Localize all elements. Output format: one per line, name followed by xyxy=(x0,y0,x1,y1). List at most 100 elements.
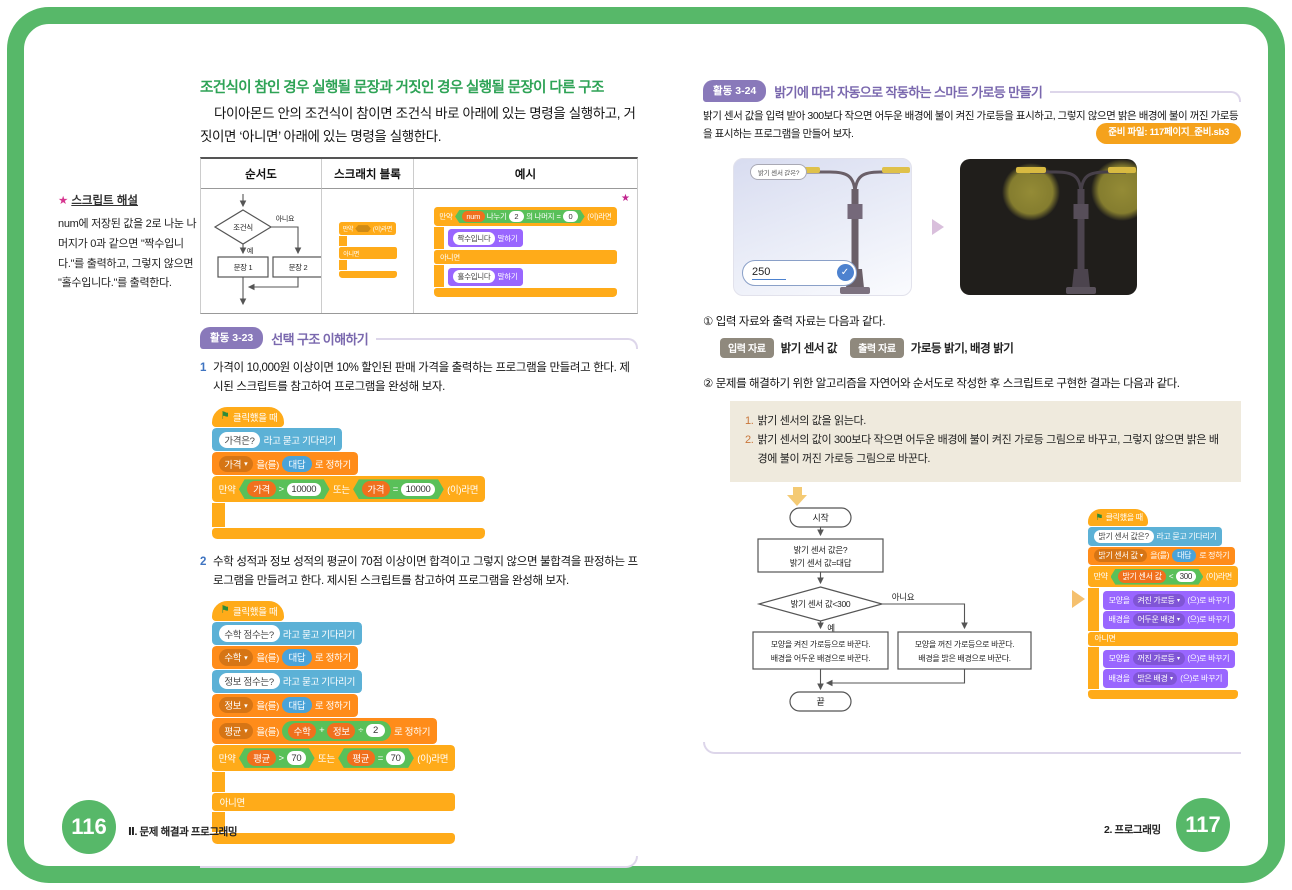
section-label: 2. 프로그래밍 xyxy=(1104,824,1161,836)
number-input: 2 xyxy=(509,211,524,222)
text-oval: 짝수입니다 xyxy=(453,232,495,245)
operator-hex: 가격>10000 xyxy=(239,479,330,499)
c-block-body xyxy=(338,236,397,247)
activity-title: 밝기에 따라 자동으로 작동하는 스마트 가로등 만들기 xyxy=(774,84,1043,100)
c-block-body xyxy=(212,503,485,528)
number-input: 10000 xyxy=(401,483,435,496)
variable-reporter: 평균 xyxy=(347,750,375,766)
block-label: 로 정하기 xyxy=(394,726,431,738)
green-flag-icon: ⚑ xyxy=(1095,512,1103,523)
block-label: 배경을 xyxy=(1108,673,1130,683)
dropdown: 수학▾ xyxy=(218,649,254,666)
block-label: ÷ xyxy=(358,725,364,737)
sensor-value-input: 250 ✓ xyxy=(742,259,857,286)
activity-item-2: 2 수학 성적과 정보 성적의 평균이 70점 이상이면 합격이고 그렇지 않으… xyxy=(200,553,638,590)
block-label: 만약 xyxy=(439,211,453,221)
algorithm-box: 1. 밝기 센서의 값을 읽는다. 2. 밝기 센서의 값이 300보다 작으면… xyxy=(730,400,1241,483)
block-label: 라고 묻고 기다리기 xyxy=(282,677,356,689)
flowchart-io-line2: 밝기 센서 값=대답 xyxy=(790,558,852,568)
block-label: 클릭했을 때 xyxy=(232,606,278,618)
text-oval: 홀수입니다 xyxy=(453,270,495,284)
chevron-down-icon: ▾ xyxy=(244,460,248,469)
number-input: 300 xyxy=(1176,571,1196,582)
dropdown: 어두운 배경▾ xyxy=(1132,613,1185,627)
right-arrow-icon xyxy=(1072,590,1085,609)
block-label: (이)라면 xyxy=(1206,572,1232,582)
algorithm-line: 2. 밝기 센서의 값이 300보다 작으면 어두운 배경에 불이 켜진 가로등… xyxy=(745,431,1226,470)
output-data-badge: 출력 자료 xyxy=(850,337,904,358)
block-label: 을(를) xyxy=(1150,551,1170,561)
flowchart-and-script-row: 시작 밝기 센서 값은? 밝기 센서 값=대답 밝기 센서 값<300 아니요 … xyxy=(703,506,1241,738)
dropdown: 밝기 센서 값▾ xyxy=(1093,549,1148,563)
variable-reporter: 평균 xyxy=(247,750,275,766)
activity-close-line xyxy=(200,856,638,869)
item-number: 2 xyxy=(200,556,207,569)
hat-block: ⚑클릭했을 때 xyxy=(212,406,285,428)
flowchart-else-line1: 모양을 꺼진 가로등으로 바꾼다. xyxy=(915,639,1015,649)
table-header-scratch-block: 스크래치 블록 xyxy=(321,159,413,190)
algo-text: 밝기 센서의 값이 300보다 작으면 어두운 배경에 불이 켜진 가로등 그림… xyxy=(757,433,1219,466)
item-text: 수학 성적과 정보 성적의 평균이 70점 이상이면 합격이고 그렇지 않으면 … xyxy=(213,556,638,587)
operator-hex: 평균=70 xyxy=(338,748,414,768)
step-1-text: ① 입력 자료와 출력 자료는 다음과 같다. xyxy=(703,315,886,328)
flowchart-no-label: 아니요 xyxy=(276,214,295,223)
if-else-flowchart-small: 조건식 아니요 예 문장 1 문장 2 xyxy=(213,194,321,306)
left-page-main: 조건식이 참인 경우 실행될 문장과 거짓인 경우 실행될 문장이 다른 구조 … xyxy=(200,76,638,869)
text-oval: 가격은? xyxy=(218,431,261,448)
stack-block: 수학 점수는?라고 묻고 기다리기 xyxy=(212,622,362,646)
block-label: 라고 묻고 기다리기 xyxy=(282,629,356,641)
answer-reporter: 대답 xyxy=(282,455,312,472)
if-block-header: 만약(이)라면 xyxy=(338,222,397,236)
stack-block: 밝기 센서 값은?라고 묻고 기다리기 xyxy=(1088,527,1223,546)
step-2-text: ② 문제를 해결하기 위한 알고리즘을 자연어와 순서도로 작성한 후 스크립트… xyxy=(703,377,1180,390)
variable-reporter: num xyxy=(462,211,485,222)
output-data-value: 가로등 밝기, 배경 밝기 xyxy=(910,342,1014,355)
intro-text: 밝기 센서 값을 입력 받아 300보다 작으면 어두운 배경에 불이 켜진 가… xyxy=(703,110,1239,140)
end-bar xyxy=(212,833,455,845)
answer-reporter: 대답 xyxy=(282,697,312,714)
block-label: (이)라면 xyxy=(587,211,612,221)
variable-reporter: 밝기 센서 값 xyxy=(1118,570,1167,583)
chevron-down-icon: ▾ xyxy=(244,653,248,662)
block-label: (이)라면 xyxy=(417,754,449,766)
number-input: 70 xyxy=(287,751,306,764)
block-label: = xyxy=(392,483,398,495)
flowchart-io-line1: 밝기 센서 값은? xyxy=(794,545,848,555)
structure-table: 순서도 스크래치 블록 예시 조건식 아니요 예 xyxy=(200,157,638,315)
end-bar xyxy=(434,288,617,297)
else-bar: 아니면 xyxy=(1088,631,1238,647)
left-sidebar-note: ★스크립트 해설 num에 저장된 값을 2로 나눈 나머지가 0과 같으면 "… xyxy=(58,192,200,294)
stack-block: 가격은?라고 묻고 기다리기 xyxy=(212,428,343,452)
chevron-down-icon: ▾ xyxy=(244,701,248,710)
flowchart-else-line2: 배경을 밝은 배경으로 바꾼다. xyxy=(918,653,1010,663)
number-input: 0 xyxy=(563,211,578,222)
else-bar: 아니면 xyxy=(212,793,455,812)
flowchart-yes-label: 예 xyxy=(827,623,835,633)
block-label: 모양을 xyxy=(1108,654,1130,664)
block-label: < xyxy=(1168,572,1174,582)
dropdown: 꺼진 가로등▾ xyxy=(1132,652,1185,666)
block-label: = xyxy=(377,752,384,764)
chevron-down-icon: ▾ xyxy=(1177,617,1180,624)
flowchart-then-line2: 배경을 어두운 배경으로 바꾼다. xyxy=(771,653,871,663)
operator-hex: 밝기 센서 값<300 xyxy=(1111,569,1204,585)
stack-block: 정보 점수는?라고 묻고 기다리기 xyxy=(212,669,362,693)
algo-number: 1. xyxy=(745,414,754,427)
activity-badge: 활동 3-23 xyxy=(200,327,264,350)
block-label: 만약 xyxy=(218,485,236,497)
dropdown: 평균▾ xyxy=(218,722,254,739)
c-block-body xyxy=(338,259,397,270)
variable-reporter: 가격 xyxy=(247,481,275,497)
